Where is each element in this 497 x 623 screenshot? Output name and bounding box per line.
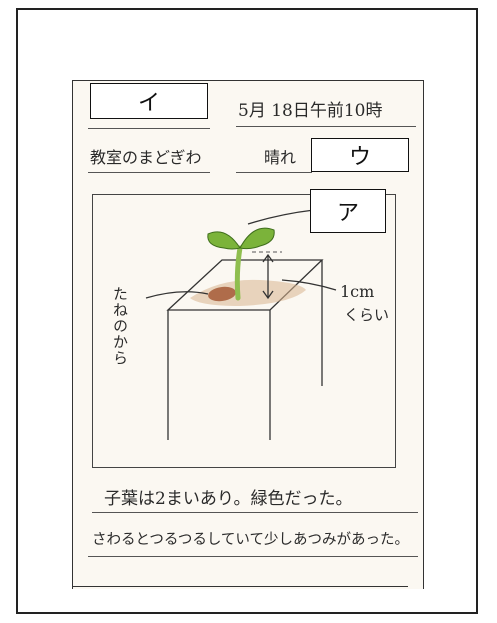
drawing-frame [92, 194, 396, 468]
pointer-line-a [247, 209, 315, 225]
note-line-2: さわるとつるつるしていて少しあつみがあった。 [92, 532, 409, 548]
pointer-line-seed [145, 291, 209, 299]
pointer-line-size [281, 279, 337, 291]
seed-shell [208, 286, 236, 302]
underline-date [236, 126, 416, 127]
label-box-i-text: イ [137, 91, 160, 116]
note-line-1: 子葉は2まいあり。緑色だった。 [104, 489, 353, 509]
label-box-a: ア [310, 189, 386, 233]
underline-place [88, 172, 210, 173]
underline-weather [236, 172, 312, 173]
weather-text: 晴れ [264, 148, 297, 167]
soil [190, 279, 306, 306]
seed-shell-label: たねのから [111, 286, 129, 366]
label-box-a-text: ア [336, 201, 359, 226]
label-box-u-text: ウ [348, 145, 371, 170]
left-cotyledon [207, 231, 241, 250]
pot [166, 259, 324, 440]
size-value-text: 1cm [340, 282, 375, 301]
size-note-text: くらい [344, 306, 390, 324]
card-bottom-edge [72, 586, 408, 587]
stem [234, 245, 243, 301]
height-arrow [262, 253, 274, 300]
label-box-i: イ [90, 83, 208, 119]
date-time-text: 5月 18日午前10時 [238, 101, 383, 121]
place-text: 教室のまどぎわ [90, 148, 202, 167]
underline-note-1 [92, 512, 418, 513]
label-box-u: ウ [311, 138, 409, 172]
right-cotyledon [239, 227, 275, 250]
underline-note-2 [88, 556, 418, 557]
underline-box-i [88, 128, 210, 129]
